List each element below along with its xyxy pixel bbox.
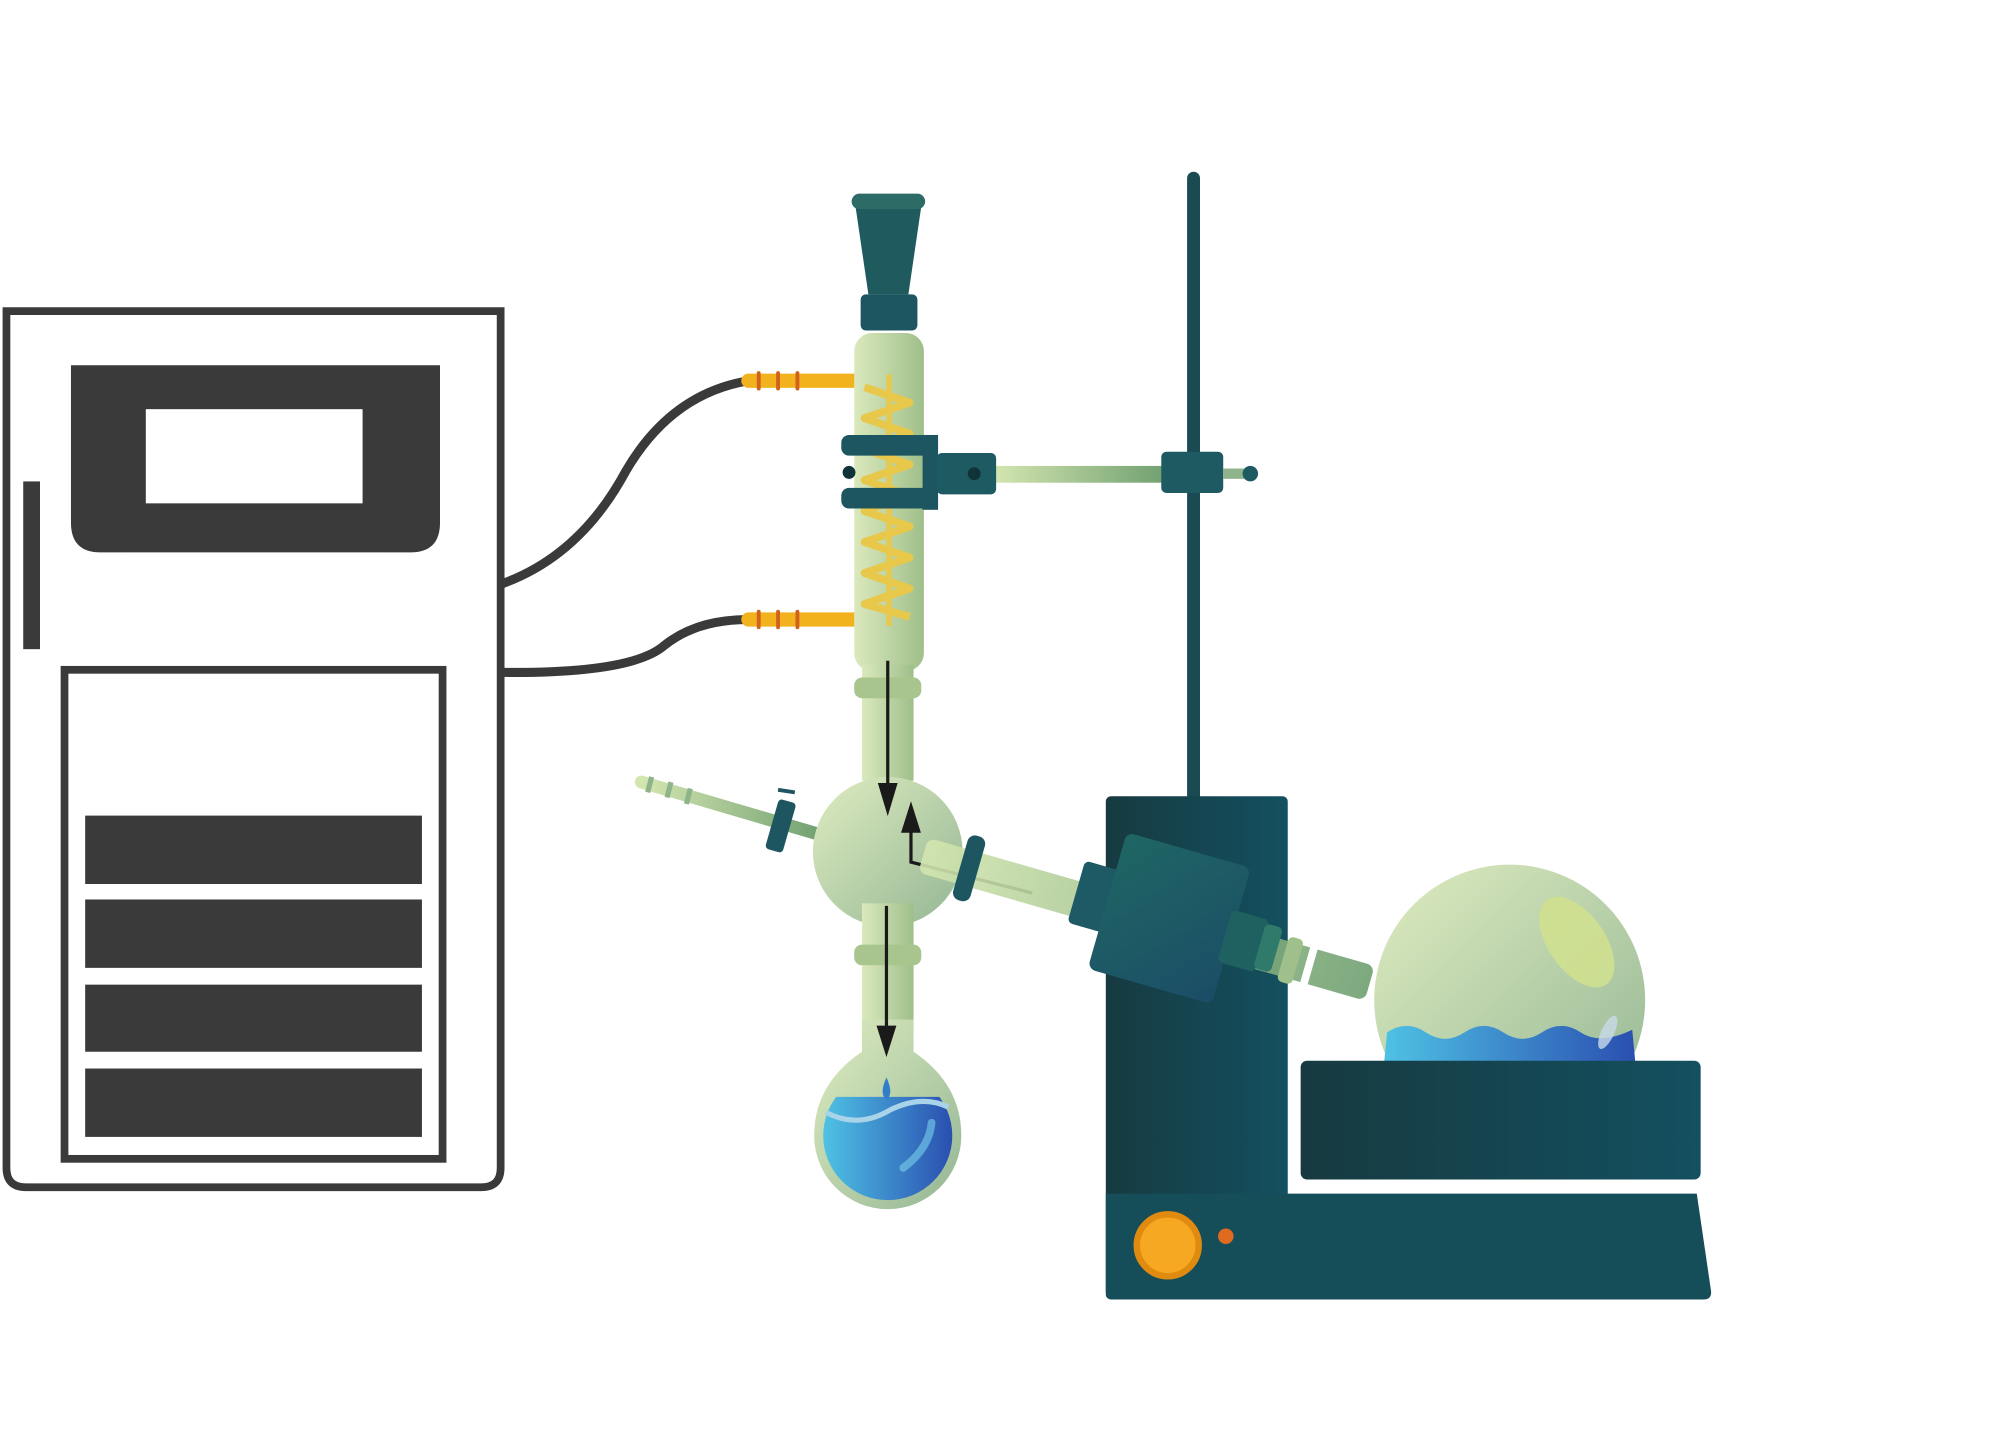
condenser-stopper: [854, 197, 923, 295]
flow-arrows: [876, 660, 1033, 1058]
power-knob[interactable]: [1133, 1211, 1202, 1280]
condenser-collar: [860, 294, 918, 331]
condenser-clamp: [841, 434, 1259, 510]
rotation-motor-housing: [1068, 834, 1283, 1003]
coolant-hose-lower: [498, 614, 753, 677]
chiller-vent-slot: [85, 984, 422, 1052]
stand-clamp-boss: [1161, 451, 1224, 494]
chiller-side-handle: [23, 481, 40, 650]
chiller-unit: [2, 307, 505, 1192]
base-plate: [1105, 1193, 1712, 1300]
chiller-vent-slot: [85, 899, 422, 968]
power-indicator-light: [1218, 1228, 1234, 1244]
chiller-vent-slot: [85, 815, 422, 884]
chiller-vent-slot: [85, 1068, 422, 1137]
chiller-display-screen: [145, 409, 363, 504]
coolant-hoses: [498, 371, 864, 677]
condenser: [851, 193, 926, 672]
heating-bath: [1300, 1060, 1701, 1180]
vacuum-inlet-tube: [634, 775, 833, 853]
condensate-drop: [882, 1077, 891, 1100]
clamp-screw-knob: [1242, 465, 1259, 482]
vapor-duct-bulb: [812, 776, 963, 927]
receiving-flask: [814, 1019, 962, 1210]
coolant-hose-upper: [498, 376, 753, 588]
